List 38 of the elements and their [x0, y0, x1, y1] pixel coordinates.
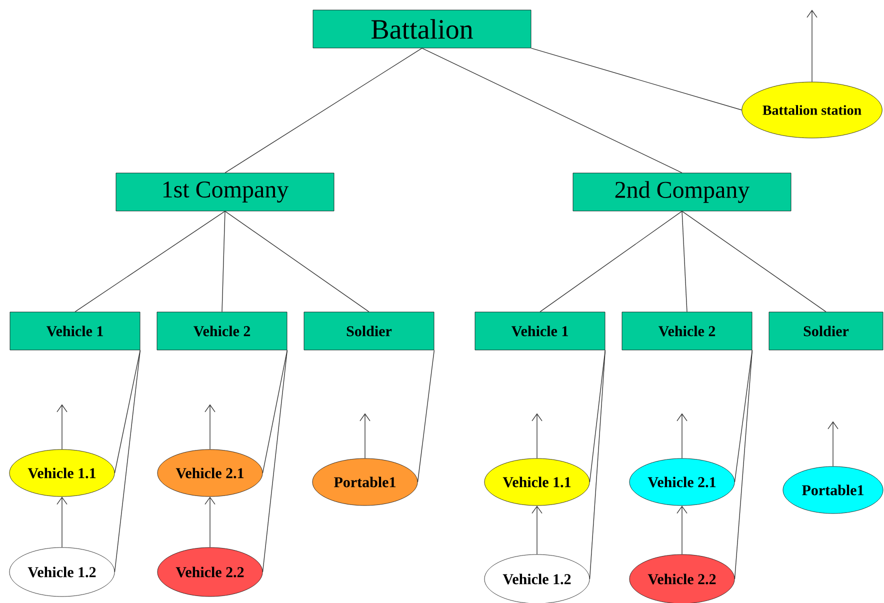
- arrow: [360, 413, 370, 459]
- connector-line: [422, 48, 682, 174]
- arrow: [56, 496, 68, 548]
- connector-line: [682, 210, 826, 312]
- arrow: [56, 404, 68, 450]
- unit-box: Soldier: [768, 312, 884, 350]
- connector-line: [114, 350, 141, 572]
- connector-line: [734, 350, 753, 580]
- unit-box: Vehicle 2: [622, 312, 752, 350]
- arrow: [676, 413, 688, 459]
- unit-box: Vehicle 1: [474, 312, 606, 350]
- arrow: [204, 404, 216, 450]
- arrow: [806, 10, 818, 82]
- connector-line: [530, 48, 742, 110]
- arrow: [828, 421, 838, 467]
- arrow: [532, 506, 542, 555]
- unit-box: Battalion: [312, 10, 532, 48]
- arrow: [532, 413, 542, 459]
- connector-line: [589, 350, 606, 482]
- unit-box: Vehicle 1: [10, 312, 140, 350]
- connector-line: [224, 48, 422, 174]
- connector-line: [224, 210, 370, 312]
- connector-line: [262, 350, 288, 474]
- unit-box: 2nd Company: [572, 172, 792, 212]
- connector-line: [262, 350, 288, 572]
- connector-line: [540, 210, 682, 312]
- connector-line: [682, 210, 688, 312]
- connector-line: [114, 350, 141, 474]
- unit-box: 1st Company: [116, 172, 334, 212]
- connector-line: [417, 350, 435, 482]
- arrow: [676, 506, 688, 555]
- connector-line: [222, 210, 226, 312]
- connector-line: [589, 350, 606, 580]
- arrow: [204, 496, 216, 548]
- connector-line: [74, 210, 226, 312]
- unit-box: Soldier: [304, 312, 434, 350]
- connector-line: [734, 350, 753, 482]
- unit-box: Vehicle 2: [156, 312, 288, 350]
